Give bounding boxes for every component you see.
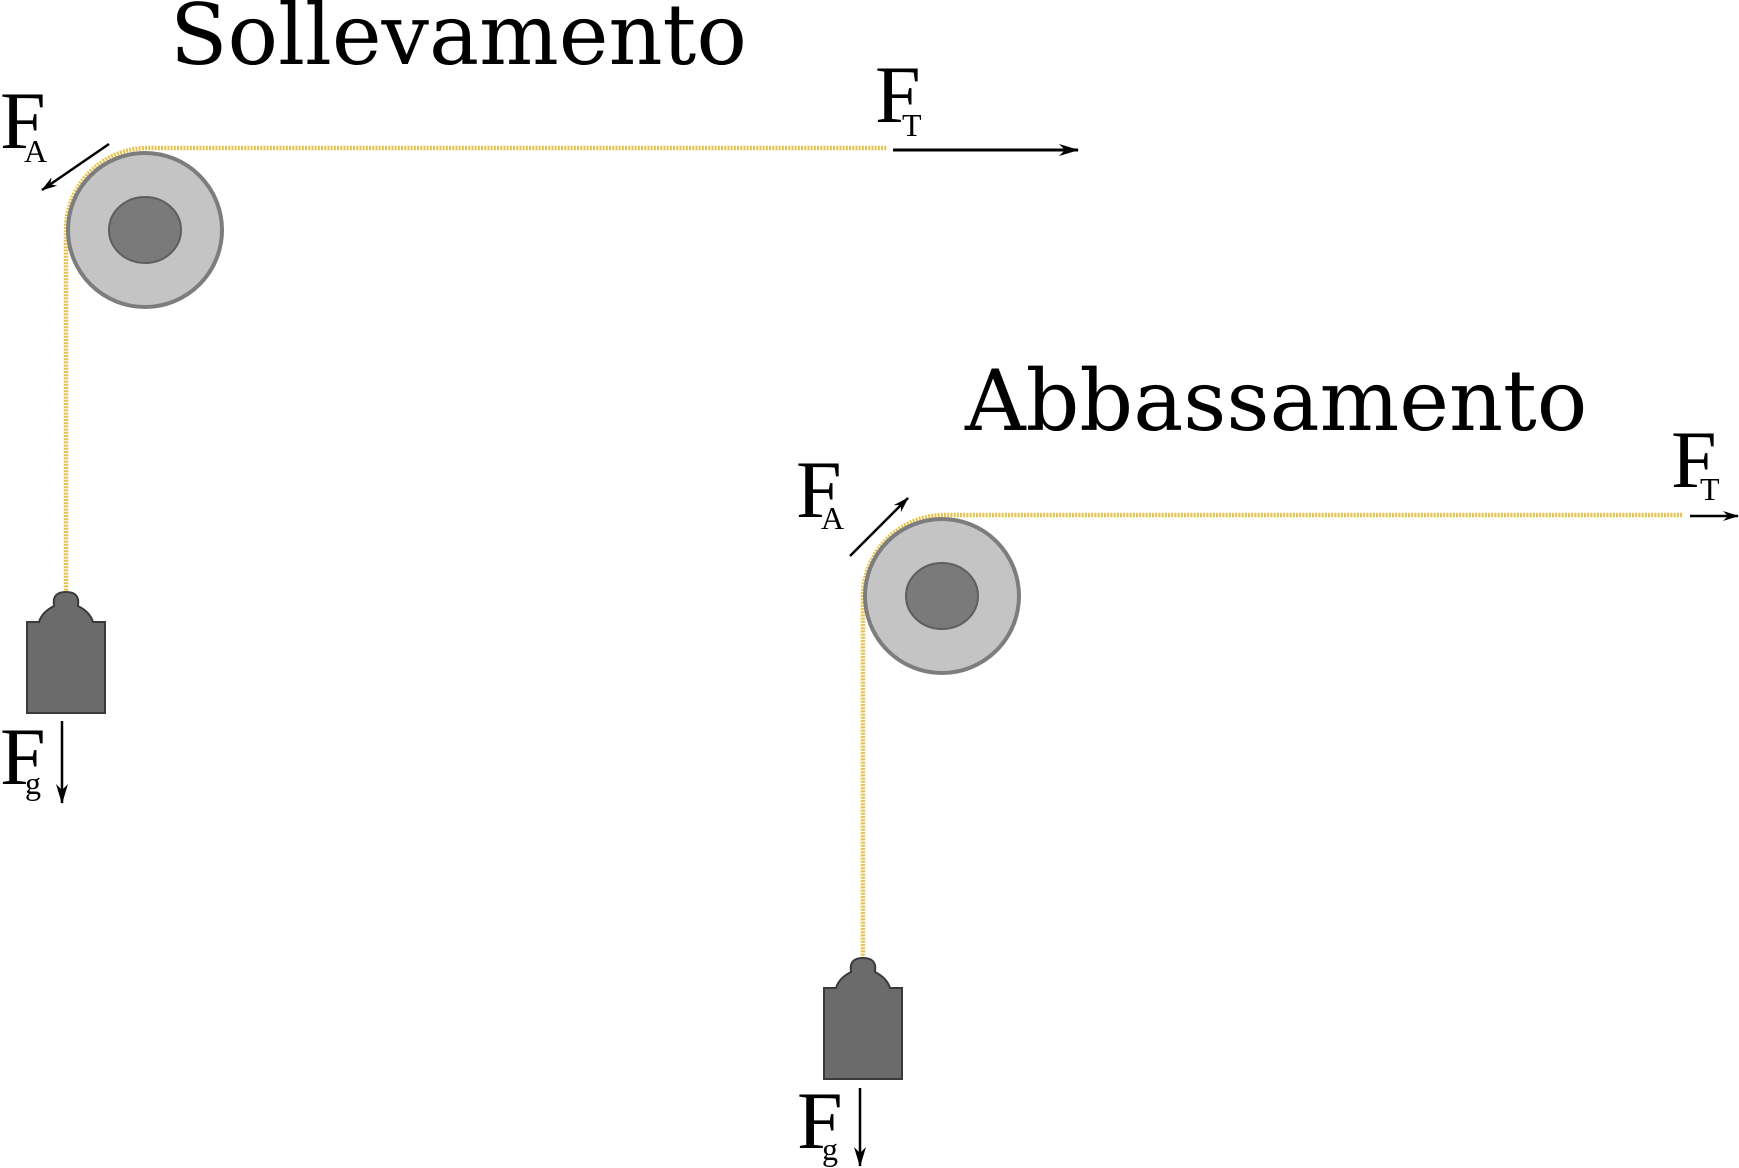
force-arrow-fa-sollevamento [41, 142, 110, 192]
force-label-sub: T [902, 107, 922, 143]
pulley-abbassamento [863, 517, 1021, 675]
force-label-main: F [796, 444, 842, 535]
force-label-sub: A [821, 500, 844, 536]
weight-sollevamento [26, 590, 106, 714]
weight-abbassamento [823, 956, 903, 1080]
force-label-main: F [797, 1075, 843, 1166]
force-label-fa-abbassamento: F A [796, 444, 844, 536]
pulley-hub [108, 196, 182, 264]
force-label-sub: g [25, 765, 41, 801]
force-label-sub: A [24, 133, 47, 169]
force-label-sub: T [1700, 471, 1720, 507]
force-label-main: F [1671, 414, 1717, 505]
force-label-main: F [0, 75, 46, 166]
force-label-sub: g [822, 1131, 838, 1167]
force-label-fg-abbassamento: F g [797, 1075, 843, 1167]
scene-abbassamento: Abbassamento F A F T F g [796, 352, 1739, 1167]
force-label-main: F [875, 49, 921, 140]
force-label-main: F [0, 711, 46, 802]
force-label-fg-sollevamento: F g [0, 711, 46, 802]
scene-title-sollevamento: Sollevamento [170, 0, 747, 84]
scene-title-abbassamento: Abbassamento [964, 352, 1587, 450]
force-label-fa-sollevamento: F A [0, 75, 47, 169]
pulley-hub [905, 562, 979, 630]
scene-sollevamento: Sollevamento F A F T F g [0, 0, 1079, 804]
force-label-ft-abbassamento: F T [1671, 414, 1720, 507]
force-label-ft-sollevamento: F T [875, 49, 922, 143]
pulley-sollevamento [66, 151, 224, 309]
rope-abbassamento [860, 512, 1683, 962]
force-arrow-fa-abbassamento [849, 497, 909, 557]
